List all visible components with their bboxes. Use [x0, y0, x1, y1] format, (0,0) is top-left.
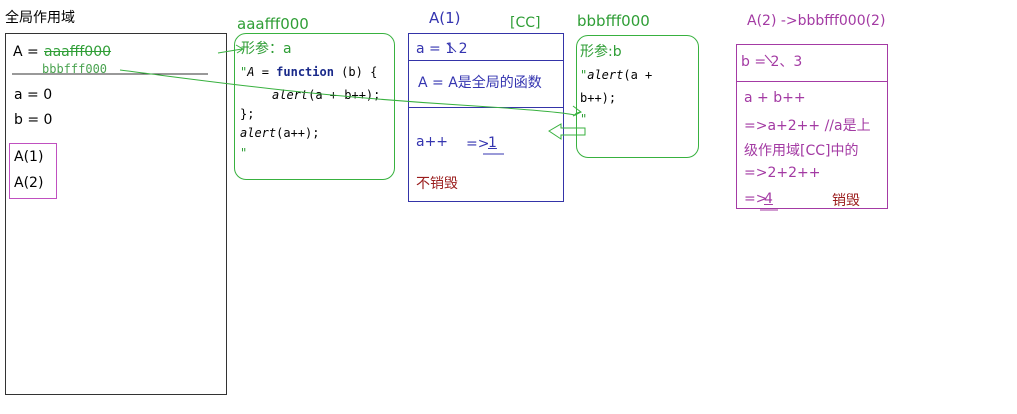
ctx-a2-result-prefix: =>	[744, 191, 768, 207]
ctx-a1-divider	[408, 60, 564, 61]
ctx-a1-title: A(1)	[429, 9, 461, 27]
ctx-a1-tag: [CC]	[510, 15, 541, 31]
ctx-a2-step-4: =>2+2++	[744, 165, 821, 181]
ctx-a1-not-destroyed: 不销毁	[416, 176, 458, 192]
func-a-param: 形参：a	[241, 41, 292, 57]
func-a-eq: =	[254, 65, 277, 79]
global-var-a: a = 0	[14, 87, 53, 103]
func-b-box	[576, 35, 699, 158]
ctx-a2-step-3: 级作用域[CC]中的	[744, 143, 859, 159]
call-a2: A(2)	[14, 175, 44, 191]
func-a-signature: (b) {	[333, 65, 378, 79]
func-a-code-line3: };	[240, 107, 255, 121]
func-b-quote-close: "	[580, 112, 588, 126]
func-a-name: A	[247, 65, 255, 79]
func-b-code-line1: "alert(a +	[580, 68, 652, 82]
func-a-code-line2: alert(a + b++);	[272, 88, 380, 102]
call-a1: A(1)	[14, 149, 44, 165]
func-a-code-line4: alert(a++);	[240, 126, 319, 140]
ctx-a2-destroyed: 销毁	[832, 193, 860, 209]
ctx-a1-a-value: a = 1 2	[416, 41, 468, 57]
hollow-arrow-back	[548, 123, 586, 140]
func-b-code-line2: b++);	[580, 91, 617, 105]
ctx-a1-result-prefix: =>	[466, 136, 490, 152]
ctx-a1-result-value: 1	[488, 135, 497, 151]
ctx-a1-a-increment: a++	[416, 134, 449, 150]
func-b-alert-args: (a +	[623, 68, 653, 82]
global-a-old-value: aaafff000	[44, 44, 112, 60]
ctx-a1-a-is-global: A = A是全局的函数	[418, 75, 542, 91]
ctx-a1-strike	[447, 43, 457, 53]
ctx-a2-result-value: 4	[764, 191, 773, 207]
ctx-a2-step-1: a + b++	[744, 90, 806, 106]
ctx-a2-step-2: =>a+2++ //a是上	[744, 118, 871, 134]
func-b-param: 形参:b	[580, 44, 622, 60]
global-a-new-value: bbbfff000	[42, 62, 108, 76]
global-scope-box	[5, 33, 227, 395]
ctx-a1-box	[408, 33, 564, 202]
func-a-alert1-args: (a + b++);	[308, 88, 381, 102]
arrow-to-func-b	[119, 69, 581, 116]
func-a-quote-open: "	[240, 65, 248, 79]
func-a-alert2-args: (a++);	[276, 126, 320, 140]
ctx-a1-divider	[408, 107, 564, 108]
ctx-a2-title: A(2) ->bbbfff000(2)	[747, 13, 886, 29]
func-a-alert2: alert	[240, 126, 277, 140]
arrow-to-func-b-head	[572, 105, 582, 117]
ctx-a2-strike	[764, 54, 773, 64]
ctx-a2-box	[736, 44, 888, 209]
func-a-code-line1: "A = function (b) {	[240, 65, 377, 79]
global-a-prefix: A =	[13, 44, 39, 60]
func-a-keyword: function	[276, 65, 334, 79]
arrow-to-func-a	[217, 48, 243, 54]
func-a-quote-close: "	[240, 146, 248, 160]
calls-box	[9, 143, 57, 199]
ctx-a2-divider	[736, 81, 888, 82]
func-b-address: bbbfff000	[577, 12, 650, 30]
global-scope-title: 全局作用域	[5, 10, 75, 26]
func-a-box	[234, 33, 395, 180]
func-b-quote-open: "	[580, 68, 588, 82]
func-a-address: aaafff000	[237, 15, 309, 33]
func-b-alert: alert	[587, 68, 624, 82]
arrow-to-func-a-head	[235, 44, 244, 54]
global-var-b: b = 0	[14, 112, 53, 128]
